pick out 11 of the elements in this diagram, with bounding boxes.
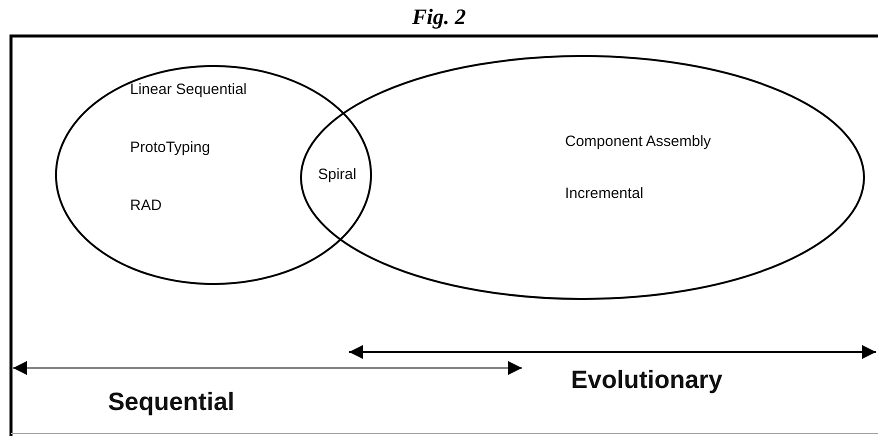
range-label: Evolutionary bbox=[571, 366, 722, 395]
node-text: Component Assembly bbox=[565, 133, 711, 151]
ellipse-node bbox=[300, 55, 865, 300]
node-text: RAD bbox=[130, 197, 162, 215]
node-text: Linear Sequential bbox=[130, 81, 247, 99]
range-label: Sequential bbox=[108, 388, 234, 417]
node-text: Incremental bbox=[565, 185, 644, 203]
figure-title: Fig. 2 bbox=[411, 4, 467, 30]
venn-overlap-label: Spiral bbox=[318, 166, 356, 183]
node-text: ProtoTyping bbox=[130, 139, 210, 157]
ellipse-node bbox=[55, 65, 372, 285]
